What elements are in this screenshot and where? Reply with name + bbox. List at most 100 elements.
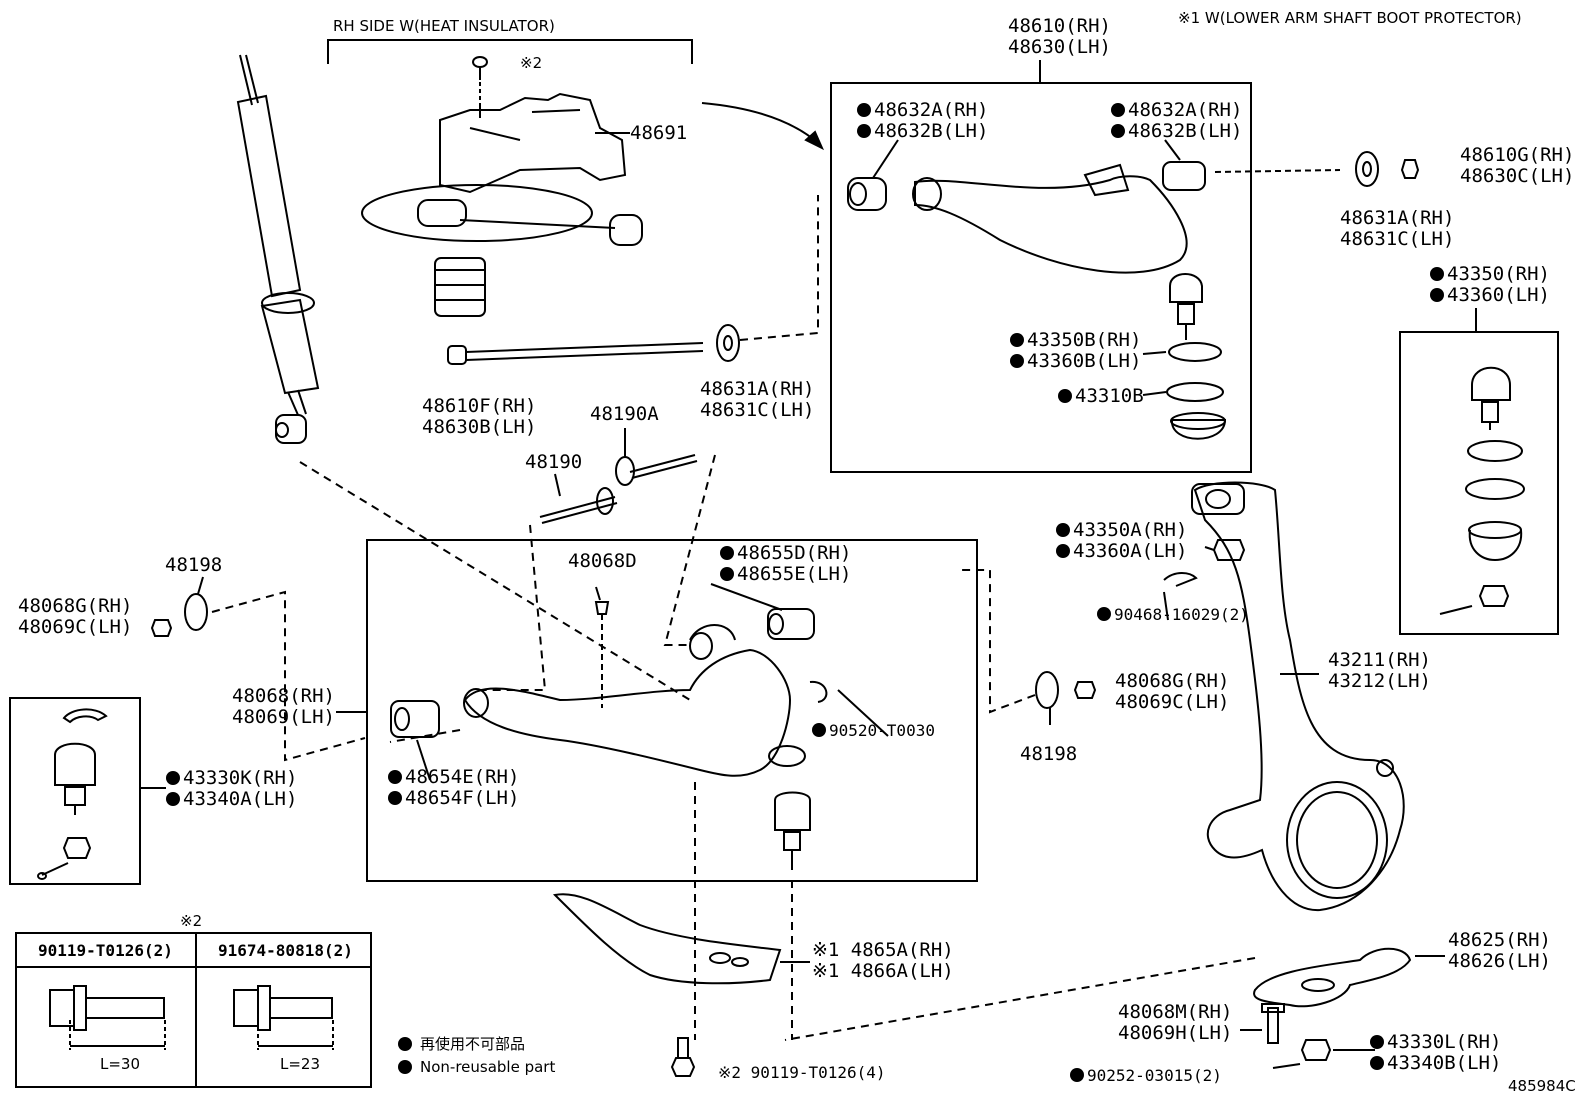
label-48068-rh: 48068(RH) — [232, 685, 335, 707]
label-4866a-lh: ※1 4866A(LH) — [812, 960, 954, 982]
non-reusable-dot — [166, 771, 180, 785]
label-43212-lh: 43212(LH) — [1328, 670, 1431, 692]
non-reusable-dot — [1070, 1068, 1084, 1082]
label-90520: 90520-T0030 — [812, 720, 935, 741]
non-reusable-dot — [720, 567, 734, 581]
non-reusable-dot — [1370, 1035, 1384, 1049]
non-reusable-dot — [388, 770, 402, 784]
non-reusable-dot — [1056, 523, 1070, 537]
label-48654e-rh: 48654E(RH) — [388, 767, 519, 788]
legend-japanese: 再使用不可部品 — [398, 1033, 525, 1054]
non-reusable-dot — [1370, 1056, 1384, 1070]
label-43350a-rh: 43350A(RH) — [1056, 520, 1187, 541]
label-43310b: 43310B — [1058, 386, 1144, 407]
label-48654f-lh: 48654F(LH) — [388, 788, 519, 809]
label-48632b-lh-right: 48632B(LH) — [1111, 121, 1242, 142]
non-reusable-dot — [812, 723, 826, 737]
label-48631a-rh-right: 48631A(RH) — [1340, 207, 1455, 229]
non-reusable-dot — [1430, 267, 1444, 281]
label-48198-right: 48198 — [1020, 743, 1078, 765]
label-48610g-rh: 48610G(RH) — [1460, 144, 1575, 166]
non-reusable-dot — [1058, 389, 1072, 403]
label-90468: 90468-16029(2) — [1097, 604, 1249, 625]
upper-arm-ghost — [361, 184, 643, 317]
heat-insulator — [439, 56, 627, 194]
bolt-table-col1-part: 90119-T0126(2) — [38, 941, 173, 960]
non-reusable-dot — [1010, 354, 1024, 368]
bolt-table-col2-part: 91674-80818(2) — [218, 941, 353, 960]
label-43330l-rh: 43330L(RH) — [1370, 1032, 1501, 1053]
bolt-drawing-1 — [49, 985, 166, 1050]
boot-protector — [552, 893, 810, 985]
label-90252: 90252-03015(2) — [1070, 1065, 1222, 1086]
label-48068d: 48068D — [568, 550, 637, 572]
lower-arm-box — [366, 539, 978, 882]
rh-side-note: RH SIDE W(HEAT INSULATOR) — [333, 17, 555, 35]
label-43360-lh: 43360(LH) — [1430, 285, 1550, 306]
non-reusable-dot — [1056, 544, 1070, 558]
note-1: ※1 W(LOWER ARM SHAFT BOOT PROTECTOR) — [1178, 9, 1522, 27]
mark-2-top: ※2 — [520, 54, 543, 72]
label-43360b-lh: 43360B(LH) — [1010, 351, 1141, 372]
label-48069-lh: 48069(LH) — [232, 706, 335, 728]
label-48069c-lh-right: 48069C(LH) — [1115, 691, 1230, 713]
upper-ball-joint — [1439, 366, 1525, 615]
label-48068g-rh-right: 48068G(RH) — [1115, 670, 1230, 692]
label-48632b-lh-left: 48632B(LH) — [857, 121, 988, 142]
non-reusable-dot — [720, 546, 734, 560]
label-48190: 48190 — [525, 451, 583, 473]
label-43350-rh: 43350(RH) — [1430, 264, 1550, 285]
bolt-drawing-2 — [233, 985, 334, 1050]
non-reusable-dot — [1430, 288, 1444, 302]
non-reusable-dot — [166, 792, 180, 806]
non-reusable-dot — [1111, 124, 1125, 138]
legend-dot — [398, 1060, 412, 1074]
label-48630b-lh: 48630B(LH) — [422, 416, 537, 438]
ball-joint-box-left — [9, 697, 141, 885]
label-43340a-lh: 43340A(LH) — [166, 789, 297, 810]
long-bolt — [447, 195, 819, 365]
shock-absorber — [236, 54, 320, 444]
ball-joint-box-right — [1399, 331, 1559, 635]
label-48625-rh: 48625(RH) — [1448, 929, 1551, 951]
label-48631a-rh-mid: 48631A(RH) — [700, 378, 815, 400]
label-48630c-lh: 48630C(LH) — [1460, 165, 1575, 187]
non-reusable-dot — [857, 124, 871, 138]
label-48632a-rh-right: 48632A(RH) — [1111, 100, 1242, 121]
label-90119-bottom: ※2 90119-T0126(4) — [718, 1063, 886, 1082]
label-48631c-lh-mid: 48631C(LH) — [700, 399, 815, 421]
bolt-table — [15, 932, 372, 1088]
label-4865a-rh: ※1 4865A(RH) — [812, 939, 954, 961]
label-43211-rh: 43211(RH) — [1328, 649, 1431, 671]
steering-knuckle — [1191, 481, 1405, 912]
non-reusable-dot — [857, 103, 871, 117]
label-48069c-lh-left: 48069C(LH) — [18, 616, 133, 638]
label-43350b-rh: 43350B(RH) — [1010, 330, 1141, 351]
label-48626-lh: 48626(LH) — [1448, 950, 1551, 972]
label-43330k-rh: 43330K(RH) — [166, 768, 297, 789]
knuckle-arm — [784, 947, 1412, 1069]
bolt-table-col2-length: L=23 — [280, 1055, 321, 1073]
label-48190a: 48190A — [590, 403, 659, 425]
label-48068g-rh-left: 48068G(RH) — [18, 595, 133, 617]
label-48610-rh: 48610(RH) — [1008, 15, 1111, 37]
non-reusable-dot — [1111, 103, 1125, 117]
lower-control-arm — [299, 454, 828, 1040]
mark-2-table: ※2 — [180, 912, 203, 930]
non-reusable-dot — [1010, 333, 1024, 347]
label-48068m-rh: 48068M(RH) — [1118, 1001, 1233, 1023]
bolt-table-col1-length: L=30 — [100, 1055, 141, 1073]
legend-dot — [398, 1037, 412, 1051]
label-48655e-lh: 48655E(LH) — [720, 564, 851, 585]
label-48691: 48691 — [630, 122, 688, 144]
label-48610f-rh: 48610F(RH) — [422, 395, 537, 417]
label-48632a-rh-left: 48632A(RH) — [857, 100, 988, 121]
label-48198-left: 48198 — [165, 554, 223, 576]
upper-control-arm — [847, 161, 1341, 440]
non-reusable-dot — [388, 791, 402, 805]
legend-english: Non-reusable part — [398, 1058, 555, 1076]
label-43340b-lh: 43340B(LH) — [1370, 1053, 1501, 1074]
diagram-id: 485984C — [1508, 1077, 1576, 1095]
